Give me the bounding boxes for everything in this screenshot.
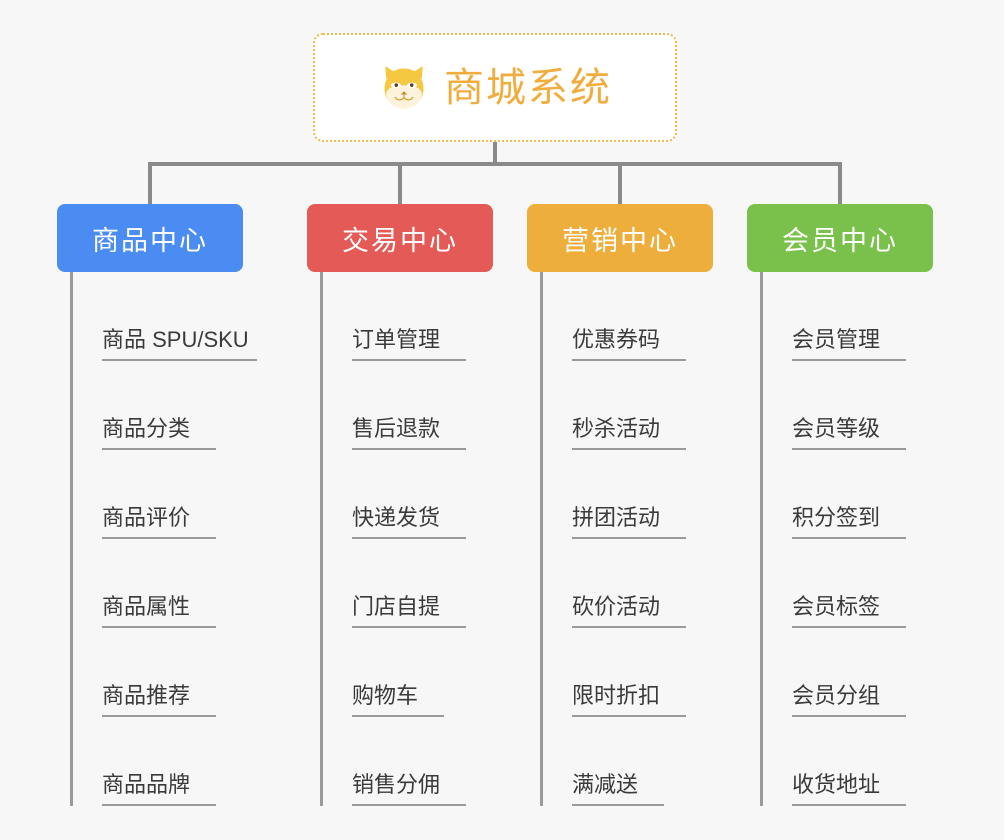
branch-trade-center: 交易中心 订单管理 售后退款 快递发货 门店自提 购物车 销售分佣 [307,204,497,806]
leaf-label: 拼团活动 [572,505,687,539]
leaf-label: 订单管理 [352,327,467,361]
leaf-label: 会员分组 [792,683,907,717]
leaf-label: 商品分类 [102,416,217,450]
leaf-tree-member-center: 会员管理 会员等级 积分签到 会员标签 会员分组 收货地址 [760,272,937,806]
leaf-item[interactable]: 商品 SPU/SKU [70,272,257,361]
leaf-item[interactable]: 秒杀活动 [540,361,717,450]
connector-bus [148,162,842,166]
trunk-line [320,272,323,806]
leaf-item[interactable]: 会员管理 [760,272,937,361]
leaf-label: 商品属性 [102,594,217,628]
leaf-item[interactable]: 订单管理 [320,272,497,361]
trunk-line [70,272,73,806]
root-title: 商城系统 [444,65,612,110]
leaf-item[interactable]: 商品推荐 [70,628,247,717]
leaf-item[interactable]: 优惠券码 [540,272,717,361]
leaf-item[interactable]: 限时折扣 [540,628,717,717]
root-node[interactable]: 商城系统 [313,33,677,142]
leaf-tree-product-center: 商品 SPU/SKU 商品分类 商品评价 商品属性 商品推荐 商品品牌 [70,272,257,806]
leaf-label: 商品 SPU/SKU [102,327,257,361]
leaf-item[interactable]: 满减送 [540,717,717,806]
connector-drop-2 [398,162,402,204]
leaf-label: 优惠券码 [572,327,687,361]
branch-member-center: 会员中心 会员管理 会员等级 积分签到 会员标签 会员分组 收货地址 [747,204,937,806]
leaf-label: 限时折扣 [572,683,687,717]
leaf-item[interactable]: 商品评价 [70,450,247,539]
connector-root-stem [493,142,497,164]
leaf-item[interactable]: 商品属性 [70,539,247,628]
leaf-item[interactable]: 商品品牌 [70,717,247,806]
leaf-item[interactable]: 拼团活动 [540,450,717,539]
leaf-item[interactable]: 购物车 [320,628,497,717]
leaf-label: 收货地址 [792,772,907,806]
leaf-label: 满减送 [572,772,665,806]
leaf-item[interactable]: 会员分组 [760,628,937,717]
connector-drop-1 [148,162,152,204]
leaf-label: 商品品牌 [102,772,217,806]
category-header-member-center[interactable]: 会员中心 [747,204,933,272]
connector-drop-4 [838,162,842,204]
trunk-line [540,272,543,806]
leaf-item[interactable]: 砍价活动 [540,539,717,628]
leaf-item[interactable]: 门店自提 [320,539,497,628]
leaf-label: 会员等级 [792,416,907,450]
category-header-marketing-center[interactable]: 营销中心 [527,204,713,272]
leaf-label: 秒杀活动 [572,416,687,450]
leaf-label: 积分签到 [792,505,907,539]
category-header-product-center[interactable]: 商品中心 [57,204,243,272]
branch-marketing-center: 营销中心 优惠券码 秒杀活动 拼团活动 砍价活动 限时折扣 满减送 [527,204,717,806]
leaf-item[interactable]: 收货地址 [760,717,937,806]
leaf-label: 砍价活动 [572,594,687,628]
leaf-label: 销售分佣 [352,772,467,806]
leaf-item[interactable]: 会员标签 [760,539,937,628]
leaf-label: 门店自提 [352,594,467,628]
leaf-item[interactable]: 快递发货 [320,450,497,539]
category-header-trade-center[interactable]: 交易中心 [307,204,493,272]
leaf-label: 购物车 [352,683,445,717]
leaf-item[interactable]: 商品分类 [70,361,247,450]
leaf-label: 售后退款 [352,416,467,450]
leaf-item[interactable]: 销售分佣 [320,717,497,806]
leaf-label: 商品推荐 [102,683,217,717]
leaf-tree-marketing-center: 优惠券码 秒杀活动 拼团活动 砍价活动 限时折扣 满减送 [540,272,717,806]
leaf-tree-trade-center: 订单管理 售后退款 快递发货 门店自提 购物车 销售分佣 [320,272,497,806]
connector-drop-3 [618,162,622,204]
branch-product-center: 商品中心 商品 SPU/SKU 商品分类 商品评价 商品属性 商品推荐 商品品牌 [57,204,257,806]
leaf-item[interactable]: 会员等级 [760,361,937,450]
leaf-label: 会员标签 [792,594,907,628]
leaf-item[interactable]: 积分签到 [760,450,937,539]
leaf-label: 商品评价 [102,505,217,539]
trunk-line [760,272,763,806]
leaf-item[interactable]: 售后退款 [320,361,497,450]
shiba-dog-icon [384,65,424,108]
leaf-label: 会员管理 [792,327,907,361]
leaf-label: 快递发货 [352,505,467,539]
